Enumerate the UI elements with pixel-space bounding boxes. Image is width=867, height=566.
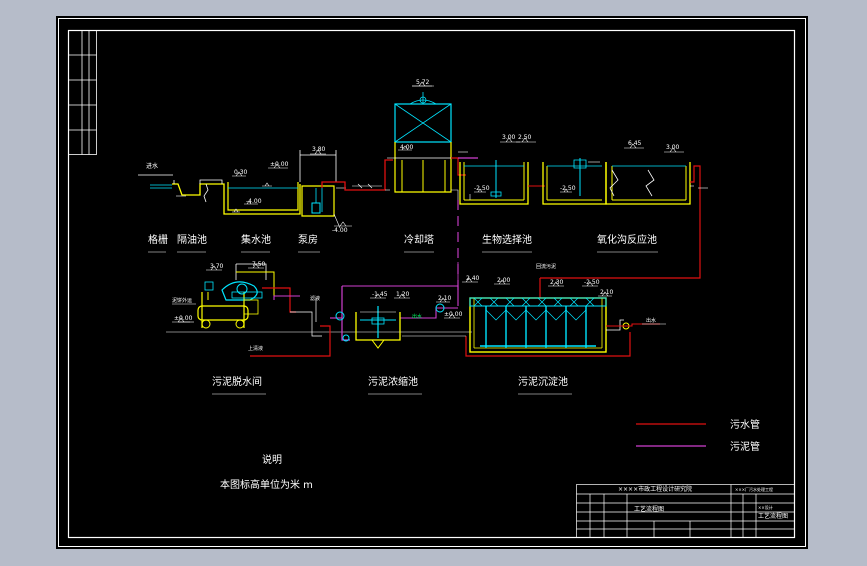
label-sludge-thickener: 污泥浓缩池 [368, 375, 418, 388]
elev-572: 5.72 [416, 79, 430, 86]
elev-240: 2.40 [466, 275, 480, 282]
svg-text:回流污泥: 回流污泥 [536, 263, 556, 270]
sludge-suction-pipes [480, 306, 596, 348]
title-block-institute: ××××市政工程设计研究院 [618, 485, 692, 493]
label-sludge-dewatering: 污泥脱水间 [212, 375, 262, 388]
upper-elevation-labels: 5.72 3.80 4.00 3.00 2.50 6.45 3.00 0.30 … [234, 79, 680, 234]
elev-400: 4.00 [400, 144, 414, 151]
elev-210b: 2.10 [600, 289, 614, 296]
elev-300a: 3.00 [502, 134, 516, 141]
elev-250a: 2.50 [518, 134, 532, 141]
elev-000b: ±0.00 [174, 315, 193, 322]
title-block-text: ××××市政工程设计研究院 工艺流程图 工艺流程图 [618, 485, 788, 520]
lower-unit-names: 污泥脱水间 污泥浓缩池 污泥沉淀池 [212, 375, 568, 388]
elev-n145: -1.45 [372, 291, 388, 298]
elev-n400b: -4.00 [332, 227, 348, 234]
svg-text:泥饼外运: 泥饼外运 [172, 297, 192, 304]
label-pump-house: 泵房 [298, 233, 318, 246]
elev-n250b: -2.50 [560, 185, 576, 192]
notes-line1: 本图标高单位为米 m [220, 478, 313, 491]
elev-210a: 2.10 [438, 295, 452, 302]
label-bar-screen: 格栅 [148, 233, 168, 246]
label-oxidation-ditch: 氧化沟反应池 [597, 233, 657, 246]
upper-unit-names: 格栅 隔油池 集水池 泵房 冷却塔 生物选择池 氧化沟反应池 [148, 233, 657, 246]
svg-text:出水: 出水 [646, 317, 656, 324]
outer-frame [58, 18, 806, 547]
legend-sludge-label: 污泥管 [730, 440, 760, 453]
notes: 说明 本图标高单位为米 m [220, 453, 313, 491]
svg-text:滤液: 滤液 [310, 295, 320, 302]
drawing-sheet [56, 16, 808, 549]
elev-000c: ±0.00 [444, 311, 463, 318]
svg-text:出水: 出水 [412, 313, 422, 320]
label-grit-chamber: 隔油池 [177, 233, 207, 246]
elev-n400a: -4.00 [246, 198, 262, 205]
elev-120: 1.20 [396, 291, 410, 298]
pipe-legend: 污水管 污泥管 [636, 418, 760, 453]
label-cooling-tower: 冷却塔 [404, 233, 434, 246]
binding-margin [68, 30, 97, 155]
elev-000a: ±0.00 [270, 161, 289, 168]
svg-text:上清液: 上清液 [248, 345, 263, 352]
title-block-drawing-name: 工艺流程图 [634, 505, 664, 513]
lower-process-line: 出水 [166, 263, 666, 357]
label-bio-selection: 生物选择池 [482, 233, 532, 246]
svg-text:××设计: ××设计 [758, 504, 773, 510]
truss-bridge [473, 297, 595, 307]
notes-title: 说明 [262, 453, 282, 466]
title-block [576, 484, 795, 538]
elev-370: 3.70 [210, 263, 224, 270]
elev-645: 6.45 [628, 140, 642, 147]
label-sedimentation: 污泥沉淀池 [518, 375, 568, 388]
elev-200: 2.00 [497, 277, 511, 284]
svg-text:×××厂污水处理工程: ×××厂污水处理工程 [735, 486, 773, 492]
elev-300b: 3.00 [666, 144, 680, 151]
title-block-drawing-name-right: 工艺流程图 [758, 512, 788, 520]
elev-750: 7.50 [252, 261, 266, 268]
upper-process-line: 进水 [138, 81, 708, 310]
lower-elevation-labels: 7.50 3.70 ±0.00 -1.45 1.20 2.10 ±0.00 2.… [174, 261, 614, 322]
label-collection-tank: 集水池 [241, 233, 271, 246]
elev-n250a: -2.50 [474, 185, 490, 192]
elev-030: 0.30 [234, 169, 248, 176]
inner-frame [67, 29, 796, 539]
elev-380: 3.80 [312, 146, 326, 153]
elev-n250c: -2.50 [584, 279, 600, 286]
svg-text:进水: 进水 [146, 162, 158, 170]
legend-sewage-label: 污水管 [730, 418, 760, 431]
elev-230: 2.30 [550, 279, 564, 286]
